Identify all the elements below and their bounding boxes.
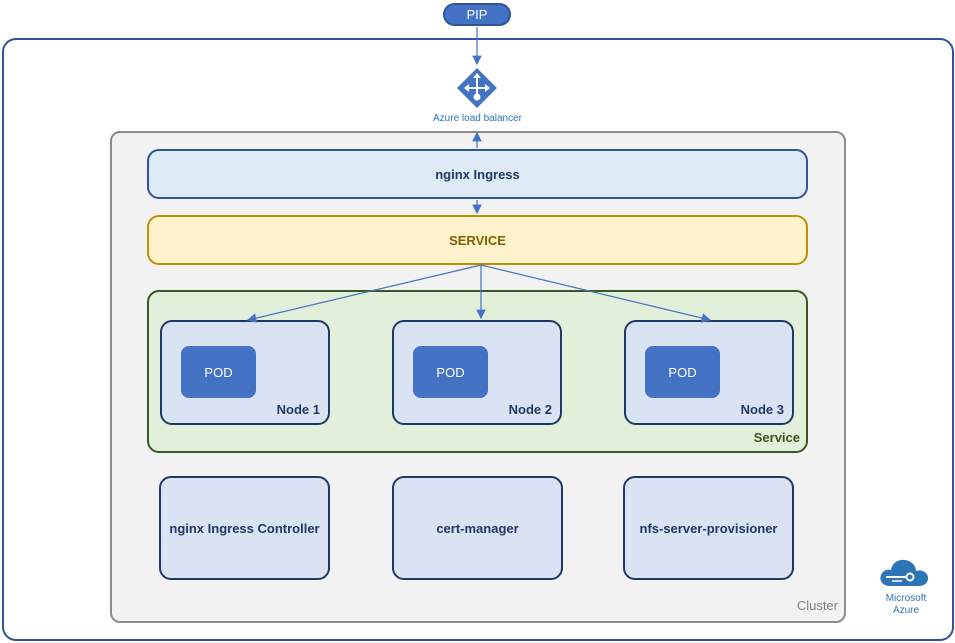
node-3-label: Node 3: [740, 402, 784, 417]
pip-node[interactable]: PIP: [443, 3, 511, 26]
node-3[interactable]: POD Node 3: [624, 320, 794, 425]
load-balancer-label: Azure load balancer: [433, 113, 522, 124]
azure-cloud-icon: [880, 559, 928, 586]
azure-logo-line1: Microsoft: [885, 593, 927, 604]
azure-logo-line2: Azure: [892, 605, 920, 616]
node-2-label: Node 2: [508, 402, 552, 417]
pod-3[interactable]: POD: [645, 346, 720, 398]
azure-logo-text: Microsoft Azure: [868, 593, 944, 617]
node-2[interactable]: POD Node 2: [392, 320, 562, 425]
nfs-server-provisioner[interactable]: nfs-server-provisioner: [623, 476, 794, 580]
service-bar[interactable]: SERVICE: [147, 215, 808, 265]
nginx-ingress-controller[interactable]: nginx Ingress Controller: [159, 476, 330, 580]
cert-manager[interactable]: cert-manager: [392, 476, 563, 580]
cluster-label: Cluster: [796, 598, 838, 613]
node-1[interactable]: POD Node 1: [160, 320, 330, 425]
service-group-label: Service: [753, 430, 800, 445]
load-balancer-icon[interactable]: [455, 66, 499, 110]
pod-1[interactable]: POD: [181, 346, 256, 398]
node-1-label: Node 1: [276, 402, 320, 417]
nginx-ingress-bar[interactable]: nginx Ingress: [147, 149, 808, 199]
pod-2[interactable]: POD: [413, 346, 488, 398]
